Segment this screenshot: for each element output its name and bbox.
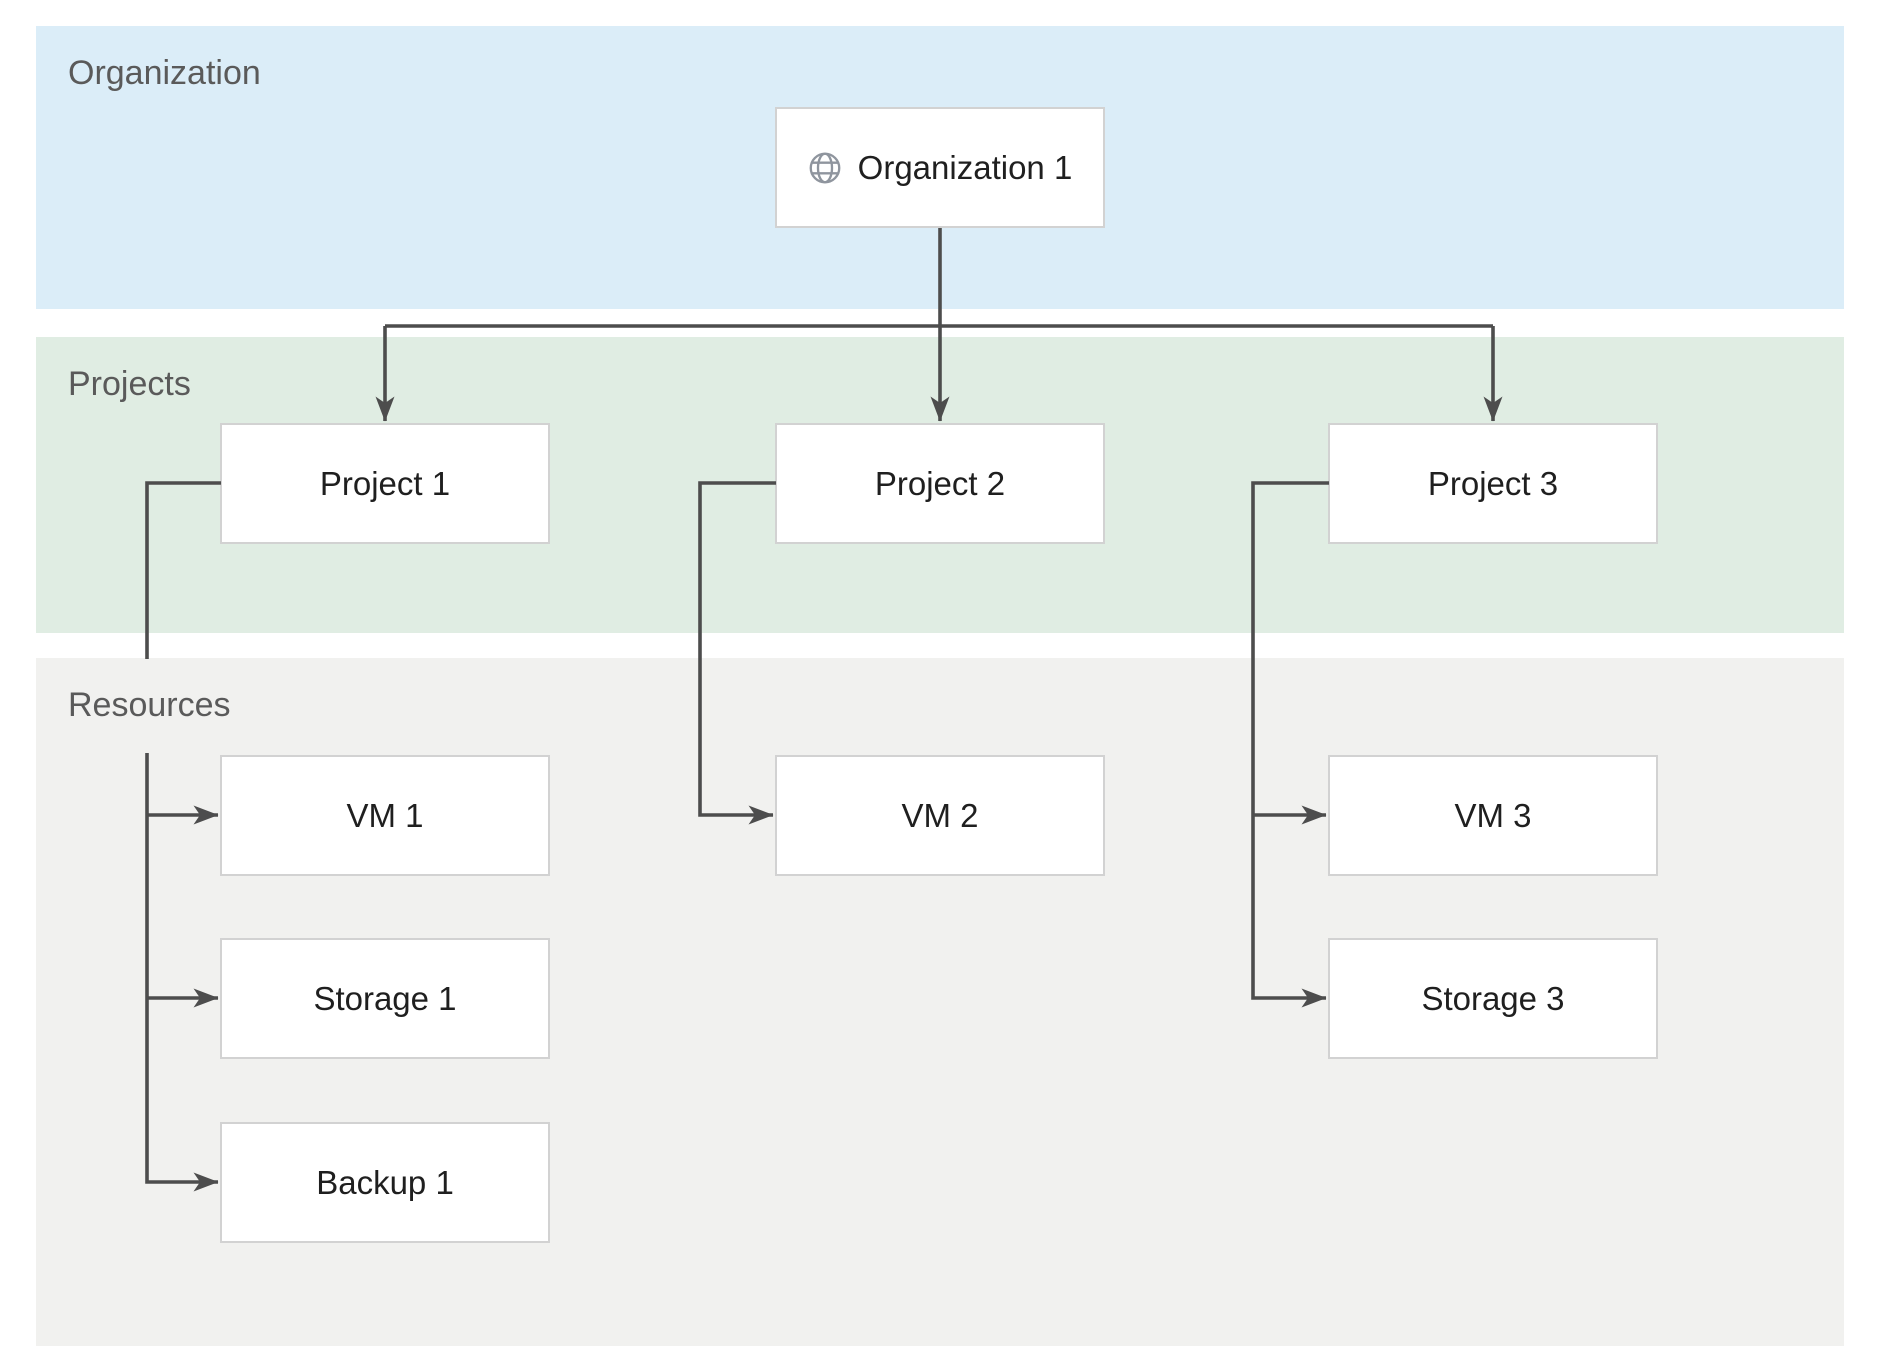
node-backup-1: Backup 1 bbox=[220, 1122, 550, 1243]
node-vm-2: VM 2 bbox=[775, 755, 1105, 876]
node-vm-3: VM 3 bbox=[1328, 755, 1658, 876]
node-vm-2-label: VM 2 bbox=[901, 796, 979, 834]
node-vm-1-label: VM 1 bbox=[346, 796, 424, 834]
globe-icon bbox=[809, 152, 841, 183]
node-storage-1: Storage 1 bbox=[220, 938, 550, 1059]
node-vm-1: VM 1 bbox=[220, 755, 550, 876]
node-storage-1-label: Storage 1 bbox=[313, 979, 457, 1017]
projects-band-label: Projects bbox=[68, 365, 191, 403]
node-vm-3-label: VM 3 bbox=[1454, 796, 1532, 834]
node-organization-1-label: Organization 1 bbox=[857, 148, 1073, 186]
node-project-3: Project 3 bbox=[1328, 423, 1658, 544]
node-project-1-label: Project 1 bbox=[319, 464, 451, 502]
organization-band-label: Organization bbox=[68, 54, 261, 92]
resources-band-label: Resources bbox=[68, 686, 231, 724]
node-storage-3: Storage 3 bbox=[1328, 938, 1658, 1059]
node-project-1: Project 1 bbox=[220, 423, 550, 544]
node-organization-1: Organization 1 bbox=[775, 107, 1105, 228]
node-project-3-label: Project 3 bbox=[1427, 464, 1559, 502]
node-storage-3-label: Storage 3 bbox=[1421, 979, 1565, 1017]
node-project-2: Project 2 bbox=[775, 423, 1105, 544]
node-backup-1-label: Backup 1 bbox=[316, 1163, 454, 1201]
node-project-2-label: Project 2 bbox=[874, 464, 1006, 502]
